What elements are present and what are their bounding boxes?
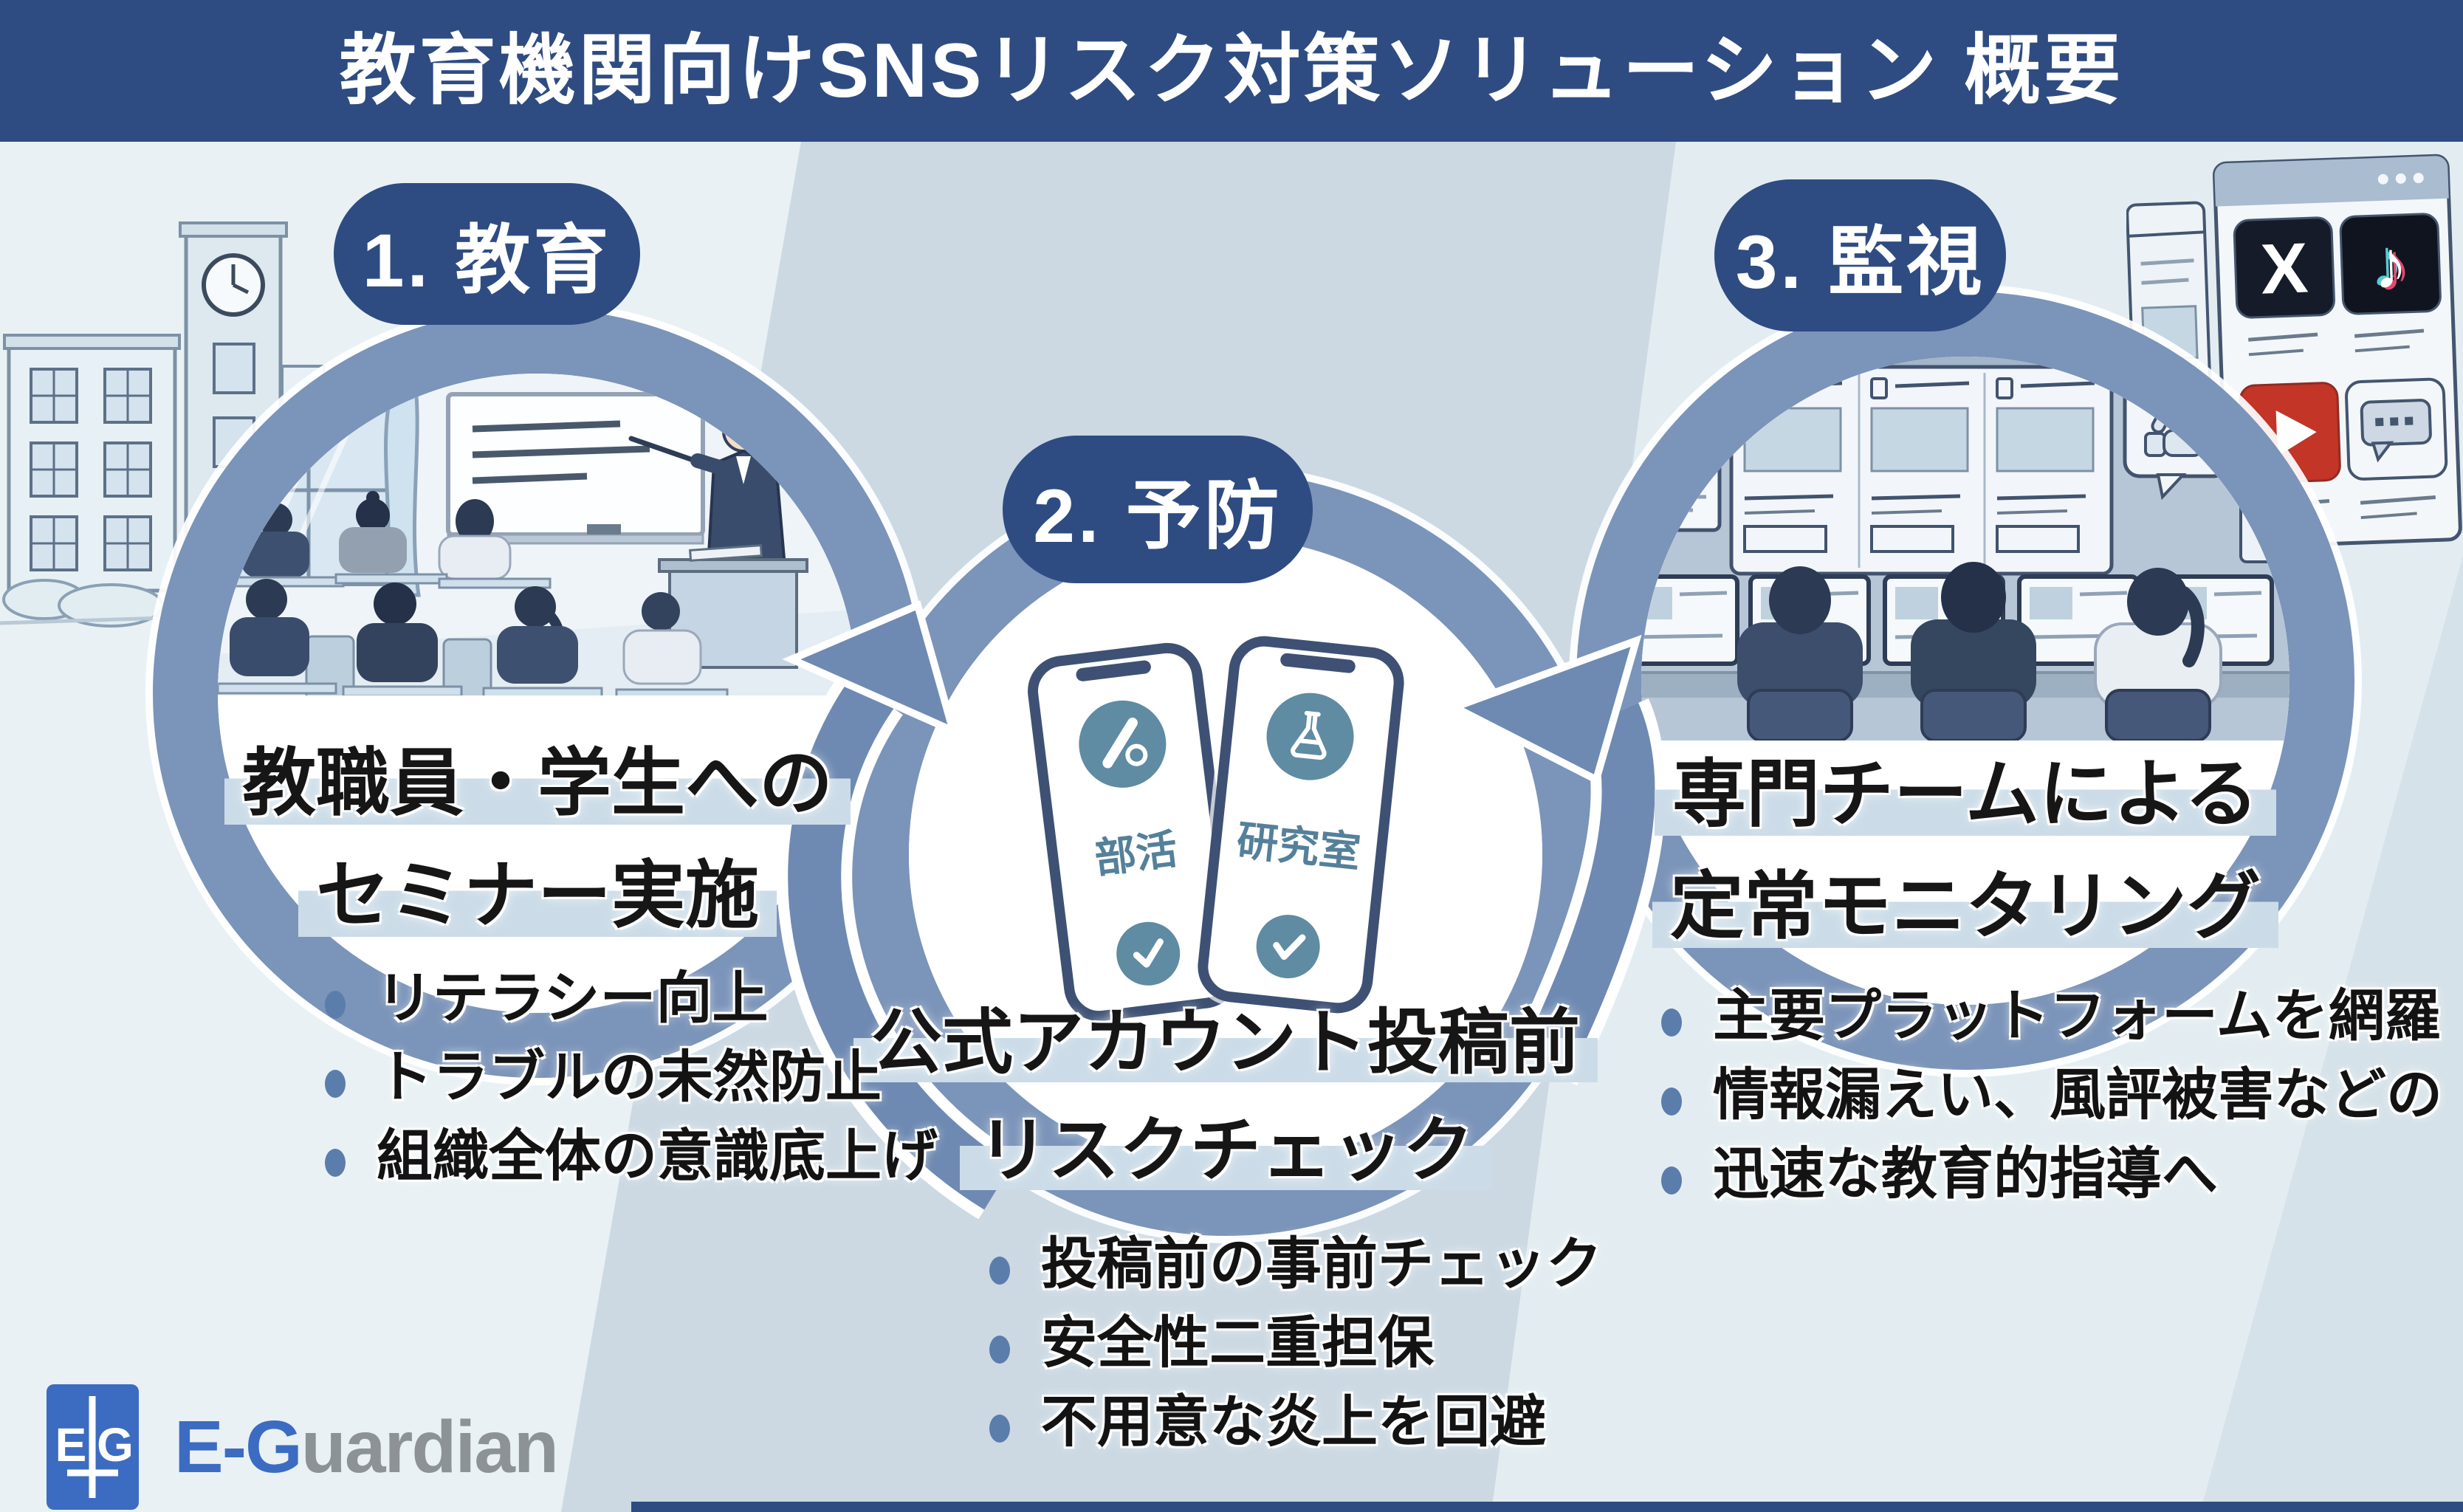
students (218, 491, 729, 695)
education-caption: 教職員・学生への セミナー実施 (153, 727, 922, 952)
list-item: 迅速な教育的指導へ (1661, 1144, 2442, 1205)
check-icon (1253, 911, 1323, 982)
phone-lab-account: 研究室 (1194, 632, 1408, 1017)
caption-line: リスクチェック (960, 1111, 1491, 1190)
teacher (628, 404, 787, 568)
phone-club-account: 部活 (1023, 639, 1243, 1025)
e-guardian-logo-text: E-Guardian (174, 1405, 559, 1488)
chat-bubble-icon (2345, 377, 2448, 481)
wall-chart-screen (1643, 399, 1722, 532)
classroom-seminar-illustration (218, 374, 857, 695)
prevention-bullet-list: 投稿前の事前チェック 安全性二重担保 不用意な炎上を回避 (989, 1234, 1602, 1471)
page-title: 教育機関向けSNSリスク対策ソリューション 概要 (339, 28, 2124, 114)
e-guardian-logo-mark: E G (47, 1384, 139, 1510)
caption-line: 教職員・学生への (224, 742, 851, 825)
dashboard-wall-panel (1729, 365, 2114, 576)
caption-line: 専門チームによる (1655, 753, 2276, 836)
monitoring-bullet-list: 主要プラットフォームを網羅 情報漏えい、風評被害などの 迅速な教育的指導へ (1661, 986, 2442, 1223)
caption-line: 公式アカウント投稿前 (853, 1003, 1598, 1082)
svg-text:♪: ♪ (2368, 225, 2405, 302)
phone-notch (1075, 659, 1152, 682)
phone-label: 研究室 (1234, 817, 1363, 876)
bullet-dot (989, 1336, 1010, 1364)
tiktok-icon: ♪ ♪ ♪ (2339, 213, 2442, 315)
prevention-caption: 公式アカウント投稿前 リスクチェック (844, 989, 1607, 1205)
bottom-accent-bar (631, 1502, 2463, 1512)
bullet-dot (325, 991, 346, 1019)
list-item: 安全性二重担保 (989, 1313, 1602, 1374)
clock-icon (202, 253, 265, 317)
baseball-bat-icon (1074, 695, 1172, 793)
step-circle-education (153, 309, 922, 1078)
list-item: 情報漏えい、風評被害などの (1661, 1065, 2442, 1126)
bullet-dot (1661, 1087, 1682, 1116)
analysts (1737, 562, 2222, 740)
bullet-dot (989, 1415, 1010, 1443)
flask-icon (1262, 688, 1358, 785)
caption-line: セミナー実施 (298, 854, 777, 937)
caption-line: 定常モニタリング (1652, 865, 2278, 948)
list-item: 組織全体の意識底上げ (325, 1127, 938, 1187)
list-item: トラブルの未然防止 (325, 1048, 938, 1108)
step-label-education: 1. 教育 (334, 183, 640, 325)
list-item: 投稿前の事前チェック (989, 1234, 1602, 1295)
svg-text:E: E (55, 1418, 87, 1471)
svg-text:G: G (97, 1418, 134, 1471)
x-icon: X (2233, 216, 2335, 319)
monitoring-caption: 専門チームによる 定常モニタリング (1576, 738, 2354, 963)
e-guardian-logo: E G E-Guardian (47, 1384, 559, 1510)
list-item: 主要プラットフォームを網羅 (1661, 986, 2442, 1047)
step-label-monitoring: 3. 監視 (1714, 179, 2006, 331)
phone-notch (1279, 652, 1356, 674)
bullet-dot (1661, 1166, 1682, 1195)
header-bar: 教育機関向けSNSリスク対策ソリューション 概要 (0, 0, 2463, 142)
phone-label: 部活 (1092, 825, 1181, 882)
monitoring-room-illustration (1641, 357, 2289, 740)
list-item: 不用意な炎上を回避 (989, 1392, 1602, 1453)
education-bullet-list: リテラシー向上 トラブルの未然防止 組織全体の意識底上げ (325, 969, 938, 1206)
thumbs-up-icon (2123, 379, 2230, 501)
check-icon (1113, 918, 1184, 989)
list-item: リテラシー向上 (325, 969, 938, 1029)
bullet-dot (325, 1149, 346, 1177)
svg-text:♪: ♪ (2372, 227, 2409, 304)
svg-text:♪: ♪ (2376, 230, 2413, 306)
bullet-dot (325, 1070, 346, 1098)
bullet-dot (1661, 1008, 1682, 1037)
svg-text:X: X (2259, 228, 2309, 309)
bullet-dot (989, 1257, 1010, 1285)
step-label-prevention: 2. 予防 (1003, 436, 1313, 583)
